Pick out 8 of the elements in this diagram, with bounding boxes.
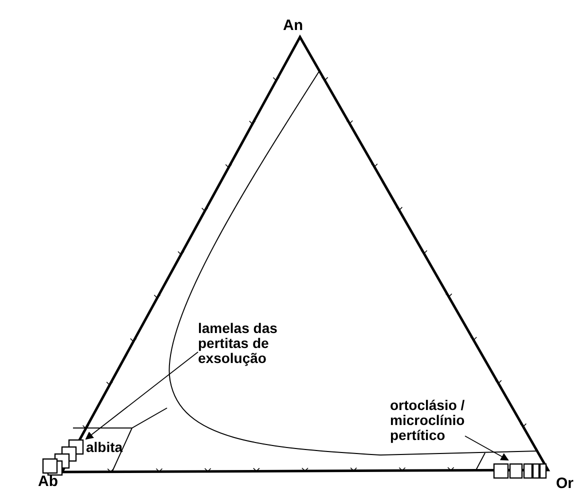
annotation-text: ortoclásio / microclínio pertítico	[390, 398, 500, 443]
leader-line	[85, 352, 198, 440]
vertex-label: An	[283, 18, 303, 33]
leader-line	[464, 436, 509, 460]
vertex-label: Or	[556, 476, 574, 491]
annotation-text: lamelas das pertitas de exsolução	[198, 321, 308, 366]
vertex-label: Ab	[38, 474, 58, 489]
region-label: albita	[86, 440, 123, 455]
